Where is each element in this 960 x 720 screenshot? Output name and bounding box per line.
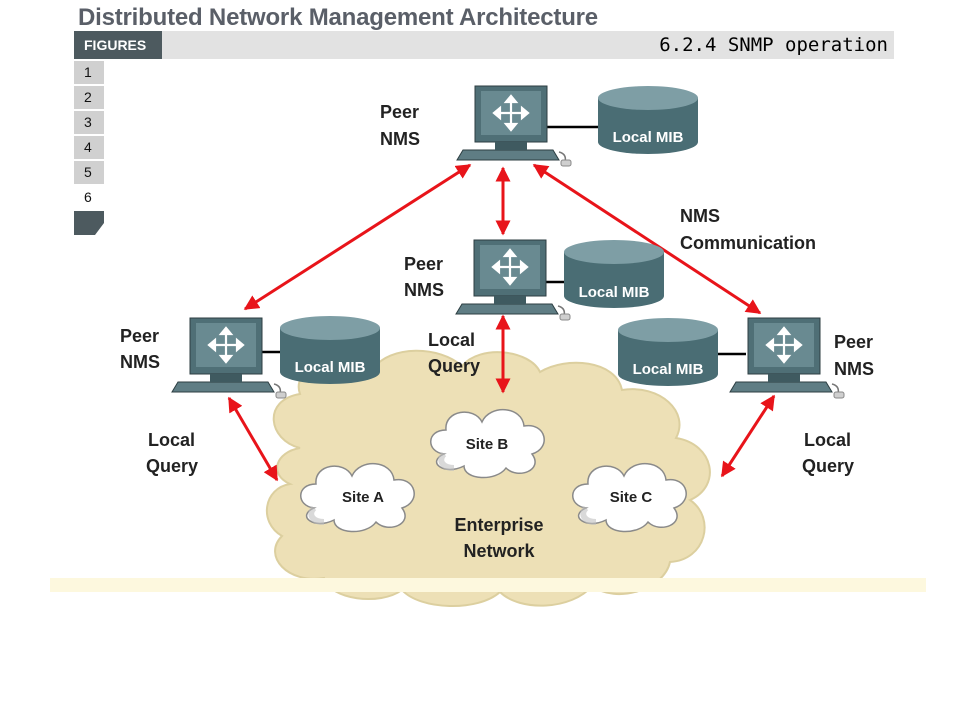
- nms-top-label-line1: Peer: [380, 102, 419, 122]
- figures-tab: FIGURES: [74, 31, 162, 59]
- local-query-right-line1: Local: [804, 430, 851, 450]
- nms-right-workstation: [728, 316, 846, 400]
- mib-top-label: Local MIB: [613, 129, 684, 146]
- mib-center-label: Local MIB: [579, 284, 650, 301]
- nms-left-label-line2: NMS: [120, 352, 160, 372]
- figure-button-3[interactable]: 3: [74, 111, 104, 134]
- arrow-top-left: [243, 163, 472, 311]
- local-query-right-line2: Query: [802, 456, 854, 476]
- bottom-band: [50, 578, 926, 592]
- nms-center-label-line2: NMS: [404, 280, 444, 300]
- nms-left-workstation: [170, 316, 288, 400]
- figure-button-4[interactable]: 4: [74, 136, 104, 159]
- mib-left-label: Local MIB: [295, 359, 366, 376]
- figure-nav: 1 2 3 4 5 6: [74, 61, 104, 235]
- section-label: 6.2.4 SNMP operation: [659, 34, 888, 56]
- mib-right-label: Local MIB: [633, 361, 704, 378]
- title-rule: [162, 31, 894, 59]
- nms-top-label-line2: NMS: [380, 129, 420, 149]
- arrow-left-query: [227, 396, 279, 482]
- figure-button-1[interactable]: 1: [74, 61, 104, 84]
- local-query-center-line2: Query: [428, 356, 480, 376]
- arrow-right-query: [720, 394, 776, 478]
- nms-communication-label-line2: Communication: [680, 233, 816, 253]
- nms-right-label-line1: Peer: [834, 332, 873, 352]
- site-a-label: Site A: [342, 489, 384, 506]
- figure-button-2[interactable]: 2: [74, 86, 104, 109]
- nms-right-label-line2: NMS: [834, 359, 874, 379]
- local-query-left-line1: Local: [148, 430, 195, 450]
- nms-left-label-line1: Peer: [120, 326, 159, 346]
- page-title: Distributed Network Management Architect…: [78, 4, 598, 31]
- nms-center-label-line1: Peer: [404, 254, 443, 274]
- nms-communication-label-line1: NMS: [680, 206, 720, 226]
- enterprise-cloud: [265, 349, 711, 608]
- figure-button-6[interactable]: 6: [74, 186, 104, 209]
- local-query-left-line2: Query: [146, 456, 198, 476]
- local-query-center-line1: Local: [428, 330, 475, 350]
- nms-center-workstation: [454, 238, 572, 322]
- figure-button-5[interactable]: 5: [74, 161, 104, 184]
- site-c-label: Site C: [610, 489, 653, 506]
- site-b-label: Site B: [466, 436, 509, 453]
- network-label-line1: Enterprise: [454, 515, 543, 535]
- arrow-top-right: [532, 163, 762, 315]
- network-label-line2: Network: [463, 541, 535, 561]
